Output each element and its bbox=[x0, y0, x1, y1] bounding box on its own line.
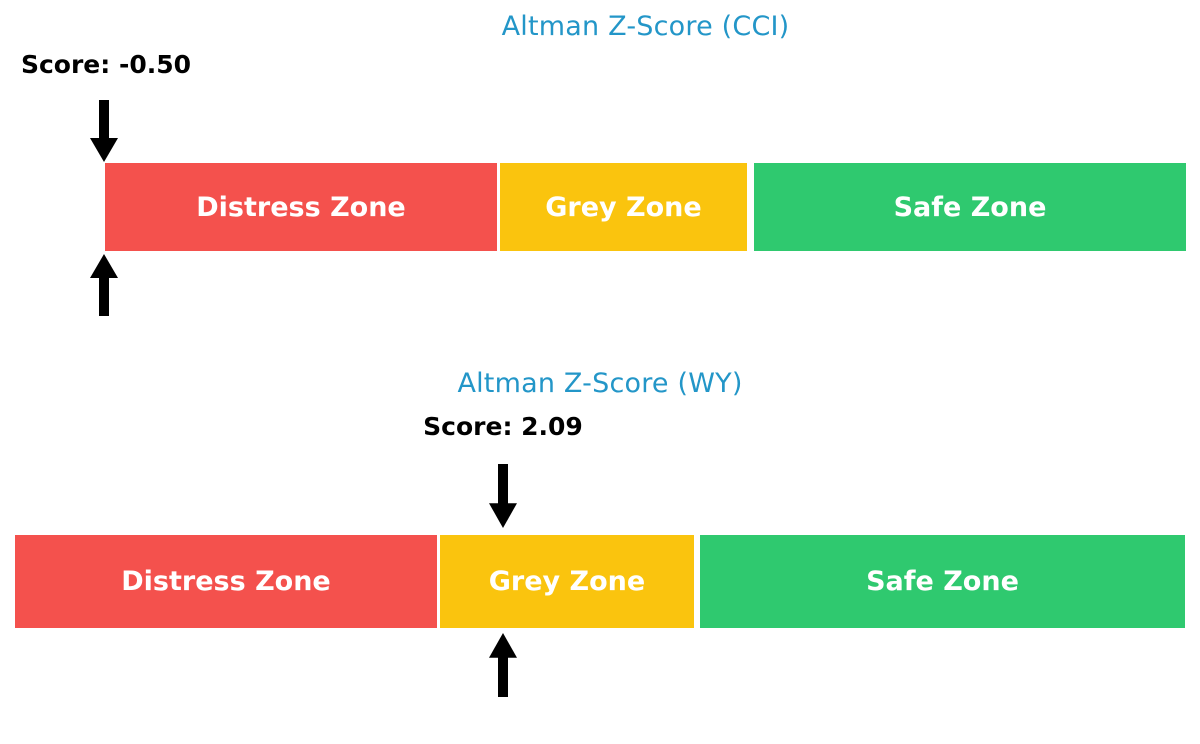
chart-title: Altman Z-Score (WY) bbox=[457, 368, 743, 399]
zone-safe: Safe Zone bbox=[754, 163, 1186, 251]
down-arrow-icon bbox=[90, 100, 118, 162]
zone-bar: Distress Zone Grey Zone Safe Zone bbox=[15, 535, 1185, 628]
zone-safe: Safe Zone bbox=[700, 535, 1185, 628]
up-arrow-icon bbox=[90, 254, 118, 316]
zone-distress-label: Distress Zone bbox=[196, 191, 406, 223]
zone-safe-label: Safe Zone bbox=[893, 191, 1047, 223]
zone-grey-label: Grey Zone bbox=[545, 191, 702, 223]
zone-safe-label: Safe Zone bbox=[866, 566, 1019, 597]
zone-distress-label: Distress Zone bbox=[121, 566, 331, 597]
up-arrow-icon bbox=[489, 633, 517, 697]
chart-title: Altman Z-Score (CCI) bbox=[501, 11, 790, 42]
zone-grey-label: Grey Zone bbox=[488, 566, 646, 597]
zone-grey: Grey Zone bbox=[440, 535, 694, 628]
zone-distress: Distress Zone bbox=[15, 535, 437, 628]
down-arrow-icon bbox=[489, 464, 517, 528]
score-label: Score: 2.09 bbox=[423, 412, 583, 441]
zone-distress: Distress Zone bbox=[105, 163, 497, 251]
zone-bar: Distress Zone Grey Zone Safe Zone bbox=[105, 163, 1186, 251]
score-label: Score: -0.50 bbox=[20, 50, 192, 79]
zone-grey: Grey Zone bbox=[500, 163, 747, 251]
